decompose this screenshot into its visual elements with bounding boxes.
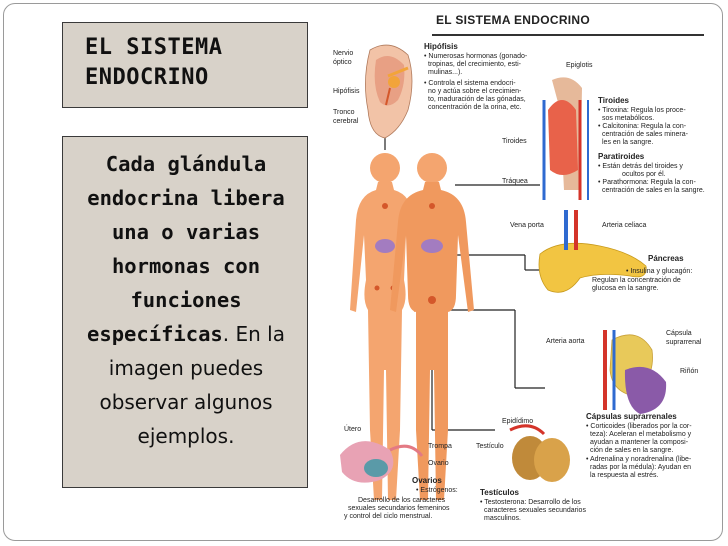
illustration-graphics bbox=[340, 44, 667, 500]
label-tiroides-desc: sos metabólicos. bbox=[602, 115, 655, 122]
label-capsulas-desc: la respuesta al estrés. bbox=[590, 472, 659, 479]
label-rinon: Riñón bbox=[680, 368, 699, 375]
label-testiculos-desc: caracteres sexuales secundarios bbox=[484, 507, 586, 514]
label-ovarios-desc: sexuales secundarios femeninos bbox=[348, 505, 450, 512]
label-arteria-aorta: Arteria aorta bbox=[546, 338, 585, 345]
label-vena-porta: Vena porta bbox=[510, 222, 544, 229]
label-capsulas-desc: • Corticoides (liberados por la cor- bbox=[586, 423, 692, 430]
ovary-icon bbox=[340, 441, 424, 483]
label-ovarios-desc: • Estrógenos: bbox=[416, 487, 458, 494]
adrenal-kidney-icon bbox=[603, 330, 667, 414]
testicle-icon bbox=[509, 424, 570, 482]
label-tiroides-desc: centración de sales minera- bbox=[602, 131, 688, 138]
label-capsulas-desc: radas por la médula): Ayudan en bbox=[590, 464, 692, 471]
label-hipofisis-desc: no y actúa sobre el crecimien- bbox=[428, 88, 522, 95]
label-paratiroides-head: Paratiroides bbox=[598, 152, 645, 161]
label-ovarios-head: Ovarios bbox=[412, 476, 442, 485]
label-arteria-celiaca: Arteria celiaca bbox=[602, 222, 647, 229]
label-capsulas-desc: • Adrenalina y noradrenalina (libe- bbox=[586, 456, 692, 463]
label-tronco-cerebral: Tronco cerebral bbox=[333, 109, 359, 125]
body-line: . En la bbox=[222, 322, 285, 346]
label-ovarios-desc: y control del ciclo menstrual. bbox=[344, 513, 433, 520]
label-pancreas-desc: Regulan la concentración de bbox=[592, 277, 681, 284]
pancreas-icon bbox=[538, 210, 647, 293]
label-capsulas-desc: ción de sales en la sangre. bbox=[590, 447, 674, 454]
label-trompa: Trompa bbox=[428, 443, 452, 450]
label-hipofisis-desc: to, maduración de las gónadas, bbox=[428, 96, 526, 103]
thyroid-trachea-icon bbox=[542, 77, 589, 200]
label-testiculo: Testículo bbox=[476, 443, 504, 450]
slide-title: EL SISTEMA ENDOCRINO bbox=[85, 33, 222, 93]
title-box: EL SISTEMA ENDOCRINO bbox=[62, 22, 308, 108]
label-testiculos-head: Testículos bbox=[480, 488, 519, 497]
body-line: Cada glándula bbox=[105, 152, 267, 176]
body-text-box: Cada glándula endocrina libera una o var… bbox=[62, 136, 308, 488]
label-hipofisis-desc: • Numerosas hormonas (gonado- bbox=[424, 53, 528, 60]
label-hipofisis-desc: concentración de la orina, etc. bbox=[428, 104, 522, 111]
endocrine-illustration: EL SISTEMA ENDOCRINO Nervio óptico Hipóf… bbox=[330, 10, 712, 530]
label-capsula-suprarrenal: Cápsula suprarrenal bbox=[666, 330, 702, 346]
label-nervio-optico: Nervio óptico bbox=[333, 50, 354, 66]
label-capsulas-desc: ayudan a mantener la composi- bbox=[590, 439, 689, 446]
male-body-icon bbox=[390, 153, 474, 500]
body-line: específicas bbox=[87, 322, 223, 346]
label-hipofisis-head: Hipófisis bbox=[424, 42, 458, 51]
body-line: funciones bbox=[130, 288, 242, 312]
figure-title: EL SISTEMA ENDOCRINO bbox=[436, 13, 591, 27]
label-capsulas-desc: teza): Aceleran el metabolismo y bbox=[590, 431, 692, 438]
label-tiroides-head: Tiroides bbox=[598, 96, 629, 105]
label-testiculos-desc: masculinos. bbox=[484, 515, 521, 522]
label-pancreas-head: Páncreas bbox=[648, 254, 684, 263]
label-paratiroides-desc: • Parathormona: Regula la con- bbox=[598, 179, 696, 186]
label-epiglotis: Epiglotis bbox=[566, 62, 593, 69]
label-hipofisis-desc: tropinas, del crecimiento, esti- bbox=[428, 61, 521, 68]
label-paratiroides-desc: centración de sales en la sangre. bbox=[602, 187, 705, 194]
label-hipofisis-desc: • Controla el sistema endocri- bbox=[424, 80, 516, 87]
body-line: observar algunos bbox=[99, 390, 273, 414]
figure-title-underline bbox=[432, 34, 704, 36]
label-ovario: Ovario bbox=[428, 460, 449, 467]
body-line: una o varias bbox=[111, 220, 261, 244]
title-line-1: EL SISTEMA bbox=[85, 35, 223, 60]
label-traquea: Tráquea bbox=[502, 178, 528, 185]
body-line: ejemplos. bbox=[137, 424, 235, 448]
label-paratiroides-desc: ocultos por él. bbox=[622, 171, 666, 178]
label-pancreas-desc: • Insulina y glucagón: bbox=[626, 268, 693, 275]
label-hipofisis-desc: mulinas...). bbox=[428, 69, 463, 76]
body-line: imagen puedes bbox=[108, 356, 264, 380]
label-tiroides-desc: • Calcitonina: Regula la con- bbox=[598, 123, 687, 130]
title-line-2: ENDOCRINO bbox=[85, 65, 209, 90]
label-capsulas-head: Cápsulas suprarrenales bbox=[586, 412, 677, 421]
label-ovarios-desc: Desarrollo de los caracteres bbox=[358, 497, 446, 504]
label-testiculos-desc: • Testosterona: Desarrollo de los bbox=[480, 499, 581, 506]
label-pancreas-desc: glucosa en la sangre. bbox=[592, 285, 659, 292]
head-section-icon bbox=[365, 44, 413, 139]
label-tiroides-desc: les en la sangre. bbox=[602, 139, 654, 146]
label-utero: Útero bbox=[344, 426, 362, 433]
label-hipofisis-small: Hipófisis bbox=[333, 88, 360, 95]
label-tiroides-desc: • Tiroxina: Regula los proce- bbox=[598, 107, 686, 114]
label-paratiroides-desc: • Están detrás del tiroides y bbox=[598, 163, 683, 170]
label-epididimo: Epidídimo bbox=[502, 418, 534, 425]
body-line: hormonas con bbox=[111, 254, 261, 278]
body-line: endocrina libera bbox=[87, 186, 285, 210]
label-tiroides-small: Tiroides bbox=[502, 138, 527, 145]
body-paragraph: Cada glándula endocrina libera una o var… bbox=[63, 147, 309, 453]
